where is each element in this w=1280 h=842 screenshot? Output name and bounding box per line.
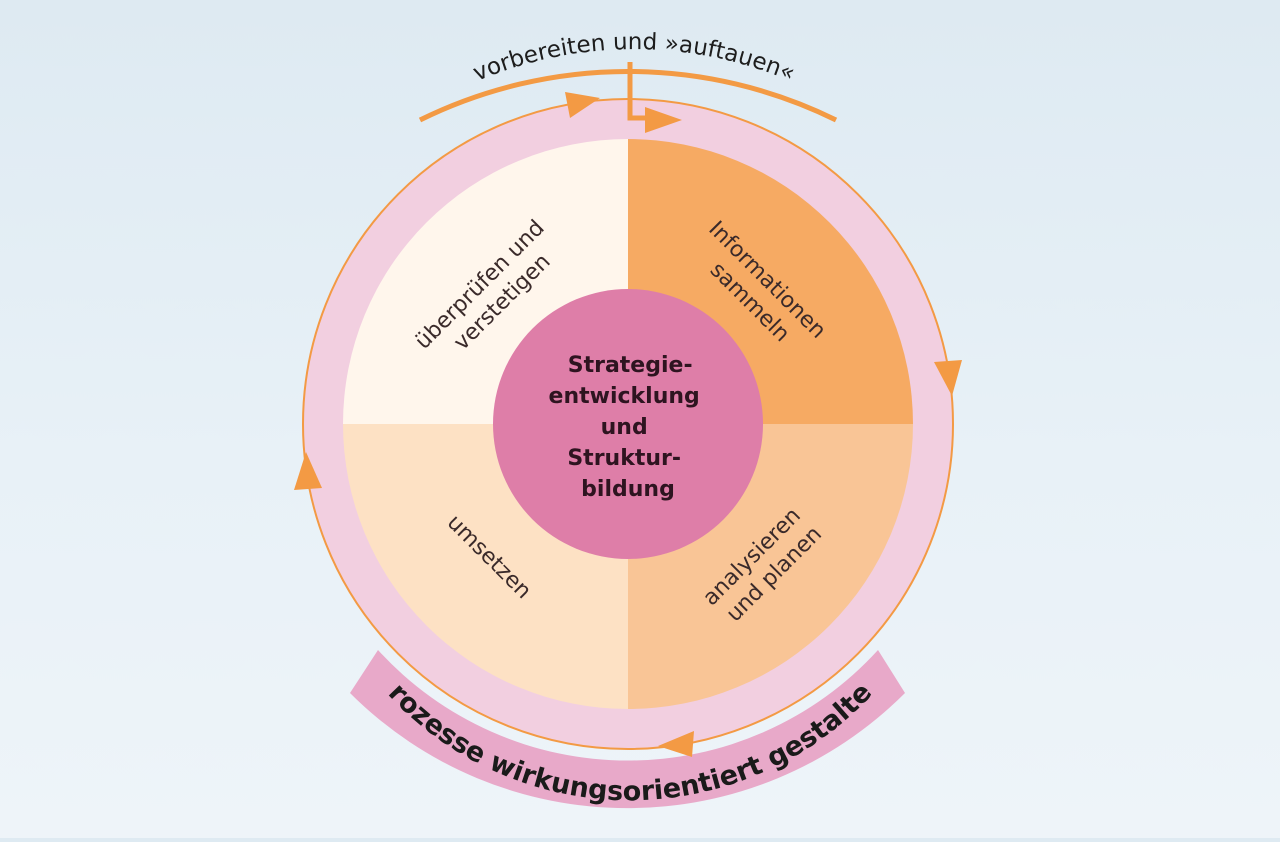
arrow-left-bottom-icon: [658, 731, 694, 757]
arrow-right-icon: [645, 107, 682, 133]
bottom-band: [350, 650, 905, 809]
arrow-up-left-icon: [294, 452, 322, 490]
top-connector: [627, 62, 650, 121]
arrow-head-icon: [565, 92, 600, 118]
center-label: Strategie- entwicklung und Struktur- bil…: [549, 353, 708, 502]
arrow-down-right-icon: [934, 360, 962, 396]
center-circle: [493, 289, 763, 559]
top-arc-label: vorbereiten und »auftauen«: [469, 29, 798, 87]
